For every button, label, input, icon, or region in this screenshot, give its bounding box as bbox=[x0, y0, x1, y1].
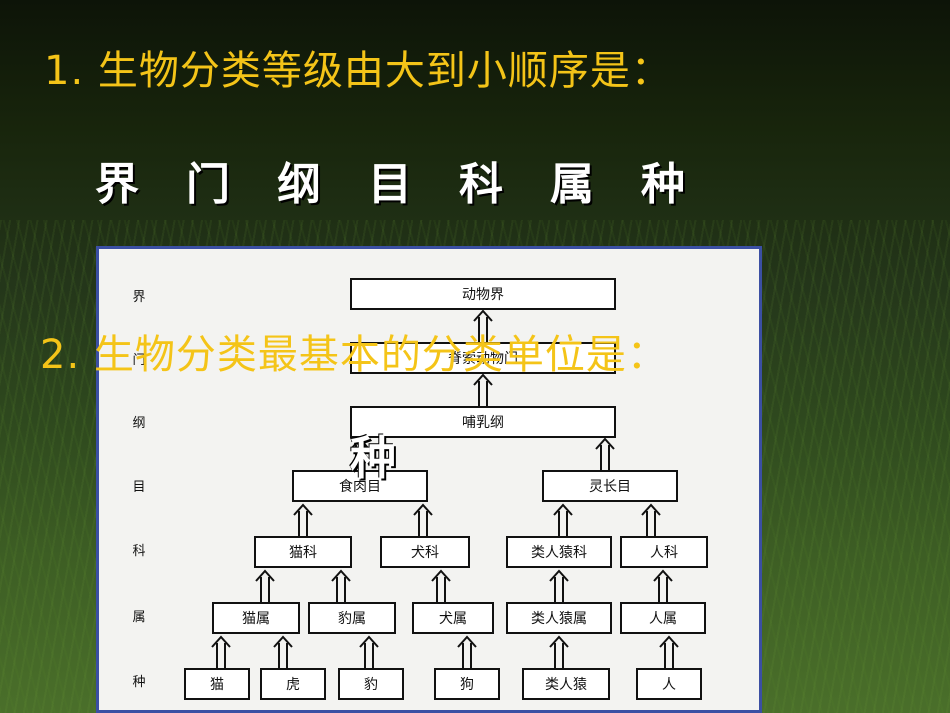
level-label: 目 bbox=[132, 480, 145, 495]
genus-label: 类人猿属 bbox=[531, 611, 587, 627]
species-label: 狗 bbox=[460, 677, 474, 693]
rank-sequence: 界门纲目科属种 bbox=[95, 148, 732, 212]
genus-box bbox=[212, 602, 300, 634]
genus-box bbox=[412, 602, 494, 634]
question-1: 1. 生物分类等级由大到小顺序是： bbox=[44, 48, 672, 94]
level-label: 界 bbox=[132, 290, 145, 305]
family-label: 犬科 bbox=[411, 545, 439, 561]
species-label: 猫 bbox=[210, 677, 224, 693]
answer-text: 种 bbox=[350, 431, 396, 485]
genus-label: 猫属 bbox=[242, 611, 270, 627]
order-label: 灵长目 bbox=[589, 479, 631, 495]
species-box bbox=[434, 668, 500, 700]
level-label: 属 bbox=[132, 610, 145, 625]
species-box bbox=[184, 668, 250, 700]
level-label: 纲 bbox=[132, 416, 145, 431]
genus-label: 豹属 bbox=[338, 611, 366, 627]
question-2: 2. 生物分类最基本的分类单位是： bbox=[40, 332, 668, 378]
taxonomy-diagram-svg: 界 门 纲 目 科 属 种 bbox=[132, 278, 708, 700]
genus-box bbox=[308, 602, 396, 634]
family-box bbox=[254, 536, 352, 568]
family-label: 猫科 bbox=[289, 545, 317, 561]
species-box bbox=[522, 668, 610, 700]
genus-box bbox=[620, 602, 706, 634]
order-box bbox=[292, 470, 428, 502]
taxonomy-diagram: 界 门 纲 目 科 属 种 bbox=[96, 246, 762, 713]
rank-item: 门 bbox=[186, 159, 230, 210]
family-label: 类人猿科 bbox=[531, 545, 587, 561]
kingdom-label: 动物界 bbox=[462, 287, 504, 303]
species-label: 人 bbox=[662, 677, 676, 693]
kingdom-box bbox=[350, 278, 616, 310]
order-box bbox=[542, 470, 678, 502]
class-label: 哺乳纲 bbox=[462, 415, 504, 431]
species-label: 类人猿 bbox=[545, 677, 587, 693]
level-label: 种 bbox=[132, 675, 145, 690]
species-box bbox=[636, 668, 702, 700]
level-label: 门 bbox=[132, 353, 145, 368]
family-label: 人科 bbox=[650, 545, 678, 561]
rank-item: 属 bbox=[550, 159, 594, 210]
species-label: 豹 bbox=[364, 677, 378, 693]
genus-box bbox=[506, 602, 612, 634]
species-box bbox=[260, 668, 326, 700]
level-label: 科 bbox=[132, 544, 145, 559]
family-box bbox=[620, 536, 708, 568]
rank-item: 纲 bbox=[277, 159, 321, 210]
phylum-label: 脊索动物门 bbox=[448, 350, 518, 367]
rank-item: 界 bbox=[95, 159, 139, 210]
rank-item: 种 bbox=[641, 159, 685, 210]
species-label: 虎 bbox=[286, 677, 300, 693]
class-box bbox=[350, 406, 616, 438]
rank-item: 目 bbox=[368, 159, 412, 210]
genus-label: 犬属 bbox=[439, 611, 467, 627]
phylum-box bbox=[350, 342, 616, 374]
order-label: 食肉目 bbox=[339, 478, 381, 495]
genus-label: 人属 bbox=[649, 611, 677, 627]
species-box bbox=[338, 668, 404, 700]
family-box bbox=[380, 536, 470, 568]
rank-item: 科 bbox=[459, 159, 503, 210]
connector-arrows bbox=[211, 309, 679, 669]
